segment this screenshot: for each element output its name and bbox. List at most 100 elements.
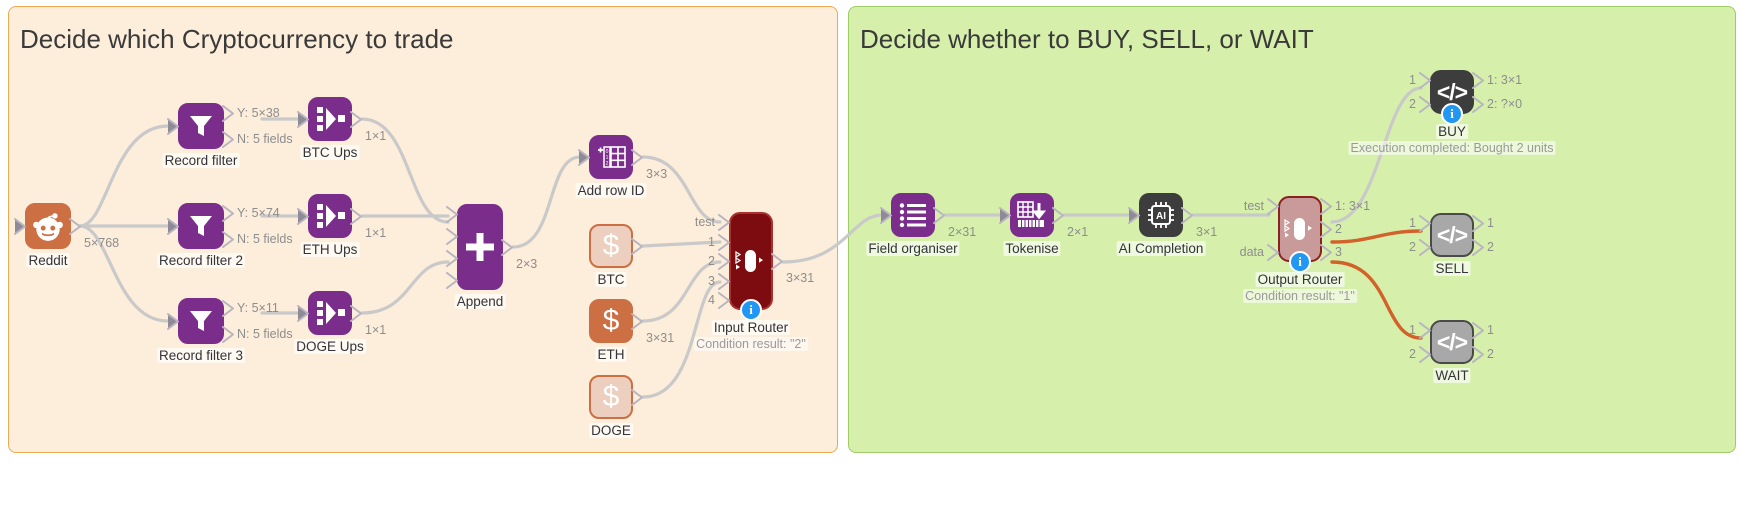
- input-port-wait-1[interactable]: [1419, 346, 1432, 363]
- node-box-input-router[interactable]: [729, 212, 773, 310]
- input-port-eth-ups-0[interactable]: [297, 208, 310, 225]
- input-port-ai-completion-0[interactable]: [1128, 207, 1141, 224]
- input-port-input-router-2[interactable]: [718, 253, 731, 270]
- input-port-tokenise-0[interactable]: [999, 207, 1012, 224]
- node-box-output-router[interactable]: [1278, 196, 1322, 262]
- node-box-ai-completion[interactable]: AI: [1139, 193, 1183, 237]
- input-port-sell-1[interactable]: [1419, 239, 1432, 256]
- info-badge-buy[interactable]: i: [1441, 103, 1463, 125]
- output-port-wait-0[interactable]: [1472, 322, 1485, 339]
- input-port-doge-ups-0[interactable]: [297, 305, 310, 322]
- node-box-sell[interactable]: </>: [1430, 213, 1474, 257]
- node-box-buy[interactable]: </>: [1430, 70, 1474, 114]
- input-port-add-row-id-0[interactable]: [578, 149, 591, 166]
- node-box-record-filter-2[interactable]: [178, 203, 224, 249]
- input-port-append-0[interactable]: [446, 206, 459, 223]
- output-port-record-filter-2-0[interactable]: [222, 205, 235, 222]
- input-port-reddit-0[interactable]: [14, 218, 27, 235]
- output-port-record-filter-3-1[interactable]: [222, 326, 235, 343]
- node-box-btc[interactable]: $: [589, 224, 633, 268]
- output-port-wait-1[interactable]: [1472, 346, 1485, 363]
- input-port-btc-ups-0[interactable]: [297, 111, 310, 128]
- input-port-record-filter-3-0[interactable]: [167, 313, 180, 330]
- output-port-record-filter-3-0[interactable]: [222, 300, 235, 317]
- input-port-input-router-4[interactable]: [718, 292, 731, 309]
- node-box-append[interactable]: [457, 204, 503, 290]
- output-port-record-filter-0[interactable]: [222, 105, 235, 122]
- group-panel-crypto[interactable]: [8, 6, 838, 453]
- output-port-reddit-0[interactable]: [69, 218, 82, 235]
- input-port-wait-0[interactable]: [1419, 322, 1432, 339]
- node-box-reddit[interactable]: [25, 203, 71, 249]
- node-box-wait[interactable]: </>: [1430, 320, 1474, 364]
- input-port-record-filter-0[interactable]: [167, 118, 180, 135]
- output-port-ai-completion-0[interactable]: [1181, 207, 1194, 224]
- node-btc[interactable]: $ BTC: [589, 224, 643, 287]
- output-port-btc-ups-0[interactable]: [350, 111, 363, 128]
- node-box-tokenise[interactable]: [1010, 193, 1054, 237]
- node-box-btc-ups[interactable]: [308, 97, 352, 141]
- input-port-input-router-3[interactable]: [718, 272, 731, 290]
- node-box-field-organiser[interactable]: [891, 193, 935, 237]
- output-port-output-router-0[interactable]: [1320, 198, 1333, 215]
- node-box-add-row-id[interactable]: 0 1 2: [589, 135, 633, 179]
- input-port-field-organiser-0[interactable]: [880, 207, 893, 224]
- node-box-record-filter[interactable]: [178, 103, 224, 149]
- output-port-tokenise-0[interactable]: [1052, 207, 1065, 224]
- node-box-eth-ups[interactable]: [308, 194, 352, 238]
- input-port-input-router-0[interactable]: [718, 214, 731, 231]
- node-doge[interactable]: $ DOGE: [589, 375, 643, 438]
- input-port-append-2[interactable]: [446, 250, 459, 267]
- output-port-output-router-2[interactable]: [1320, 244, 1333, 261]
- output-port-btc-0[interactable]: [631, 238, 644, 255]
- output-port-sell-0[interactable]: [1472, 215, 1485, 232]
- info-badge-output-router[interactable]: i: [1289, 251, 1311, 273]
- input-port-buy-1[interactable]: [1419, 96, 1432, 113]
- output-port-doge-0[interactable]: [631, 389, 644, 406]
- node-box-doge[interactable]: $: [589, 375, 633, 419]
- input-port-record-filter-2-0[interactable]: [167, 218, 180, 235]
- output-port-doge-ups-0[interactable]: [350, 305, 363, 322]
- output-port-add-row-id-0[interactable]: [631, 149, 644, 166]
- input-port-append-3[interactable]: [446, 272, 459, 289]
- output-port-buy-0[interactable]: [1472, 72, 1485, 89]
- output-port-eth-0[interactable]: [631, 313, 644, 330]
- output-port-output-router-1[interactable]: [1320, 221, 1333, 238]
- input-port-output-router-1[interactable]: [1267, 244, 1280, 261]
- input-port-output-router-0[interactable]: [1267, 198, 1280, 215]
- input-port-append-1[interactable]: [446, 228, 459, 245]
- node-box-eth[interactable]: $: [589, 299, 633, 343]
- node-box-doge-ups[interactable]: [308, 291, 352, 335]
- node-box-record-filter-3[interactable]: [178, 298, 224, 344]
- output-port-record-filter-2-1[interactable]: [222, 231, 235, 248]
- output-port-record-filter-1[interactable]: [222, 131, 235, 148]
- output-port-append-0[interactable]: [501, 239, 514, 256]
- output-port-field-organiser-0[interactable]: [933, 207, 946, 224]
- output-port-buy-1[interactable]: [1472, 96, 1485, 113]
- output-port-sell-1[interactable]: [1472, 239, 1485, 256]
- input-port-buy-0[interactable]: [1419, 72, 1432, 89]
- info-badge-input-router[interactable]: i: [740, 299, 762, 321]
- input-port-input-router-1[interactable]: [718, 233, 731, 251]
- output-port-input-router-0[interactable]: [771, 253, 784, 270]
- output-port-eth-ups-0[interactable]: [350, 208, 363, 225]
- input-port-sell-0[interactable]: [1419, 215, 1432, 232]
